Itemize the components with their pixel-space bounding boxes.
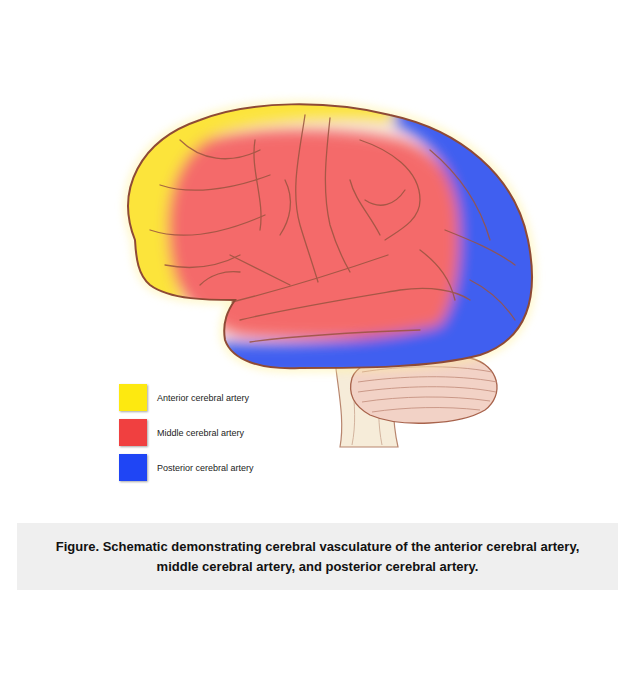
legend-swatch <box>119 384 147 411</box>
mca-territory <box>167 130 466 339</box>
figure-caption: Figure. Schematic demonstrating cerebral… <box>38 537 598 577</box>
territories <box>100 90 560 380</box>
legend-label: Middle cerebral artery <box>157 428 244 438</box>
legend-item: Middle cerebral artery <box>119 419 254 446</box>
legend-swatch <box>119 419 147 446</box>
caption-band: Figure. Schematic demonstrating cerebral… <box>17 523 618 590</box>
legend: Anterior cerebral arteryMiddle cerebral … <box>119 384 254 489</box>
brain-outline <box>128 104 532 368</box>
legend-item: Posterior cerebral artery <box>119 454 254 481</box>
legend-label: Anterior cerebral artery <box>157 393 249 403</box>
legend-label: Posterior cerebral artery <box>157 463 254 473</box>
legend-item: Anterior cerebral artery <box>119 384 254 411</box>
gyri <box>150 115 515 342</box>
legend-swatch <box>119 454 147 481</box>
cerebellum-folia <box>358 367 497 412</box>
aca-territory <box>100 90 410 320</box>
